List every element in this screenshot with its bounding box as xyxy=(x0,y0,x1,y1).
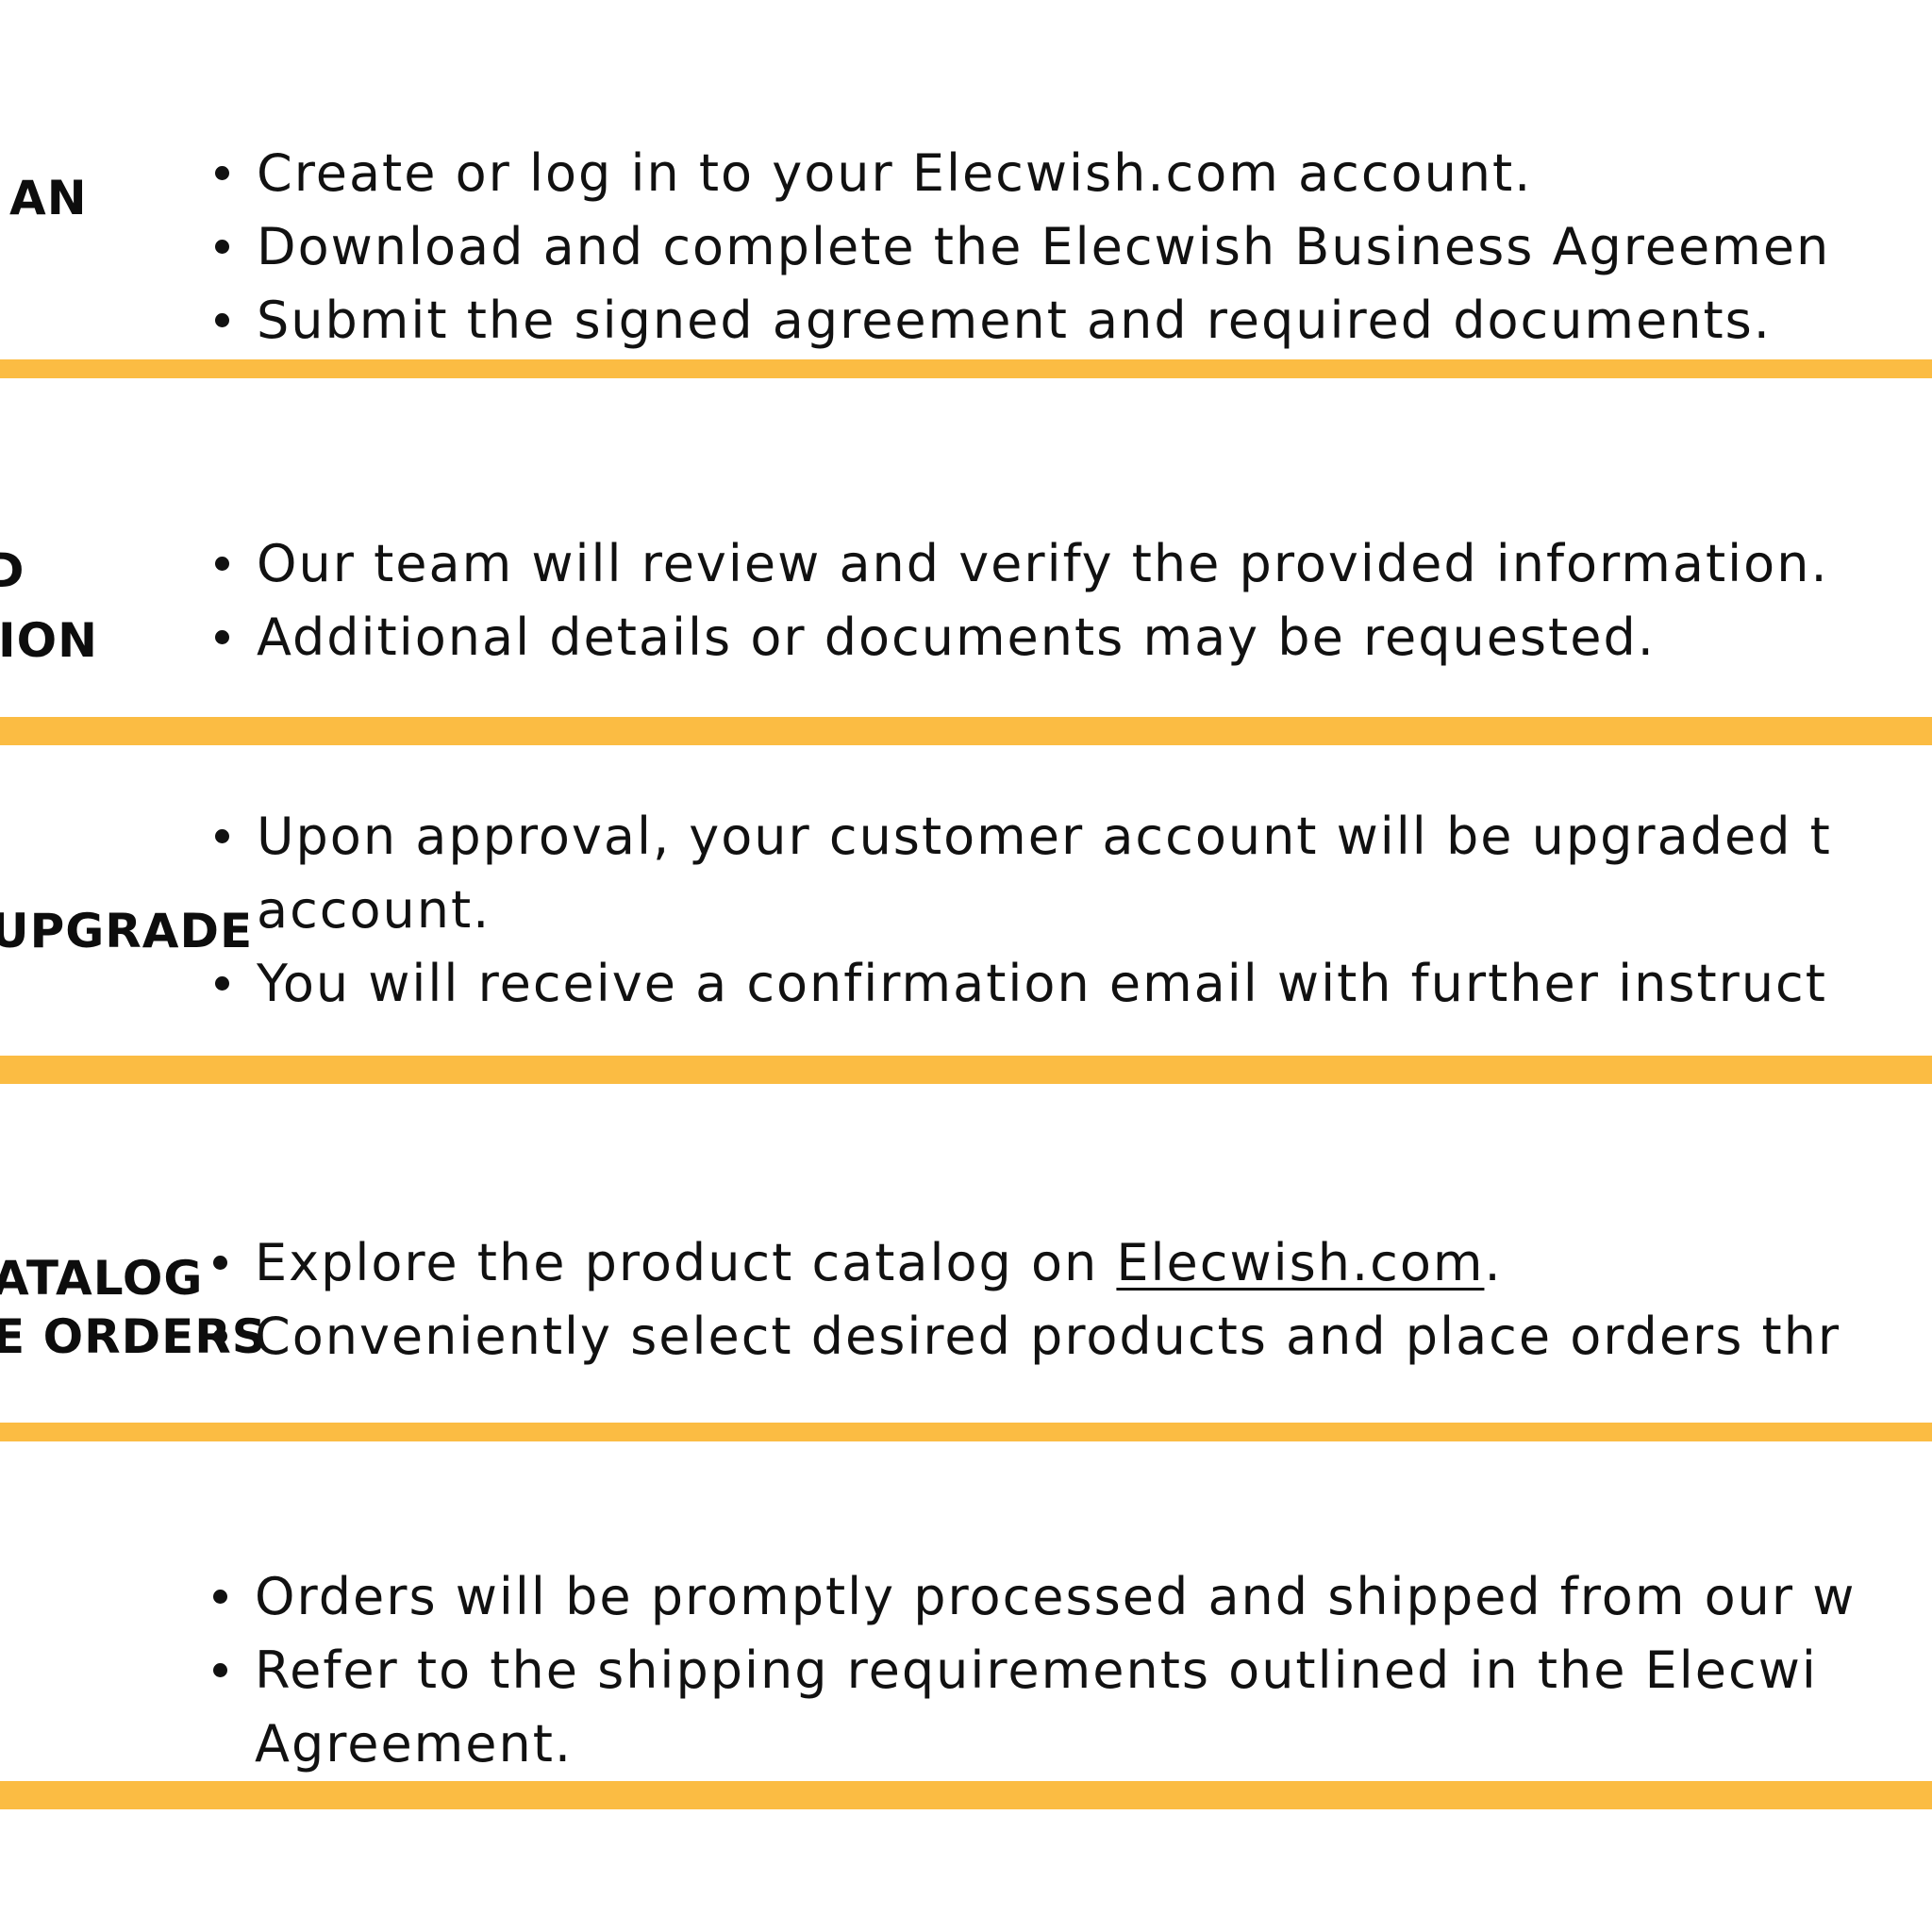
bullet-text: Additional details or documents may be r… xyxy=(257,608,1656,667)
bullet-dot-icon xyxy=(213,1663,227,1677)
step-3-label-line: UPGRADE xyxy=(0,904,254,958)
step-1-label-line: AN xyxy=(9,171,88,225)
list-item: Download and complete the Elecwish Busin… xyxy=(215,210,1831,284)
bullet-dot-icon xyxy=(213,1329,227,1343)
list-item: Explore the product catalog on Elecwish.… xyxy=(213,1226,1840,1300)
bullet-dot-icon xyxy=(215,829,229,843)
section-divider xyxy=(0,1781,1932,1809)
step-2-bullet-list: Our team will review and verify the prov… xyxy=(215,527,1829,675)
bullet-text: Download and complete the Elecwish Busin… xyxy=(257,217,1831,276)
bullet-text: Refer to the shipping requirements outli… xyxy=(255,1641,1818,1700)
elecwish-link[interactable]: Elecwish.com xyxy=(1116,1233,1485,1292)
bullet-text: Create or log in to your Elecwish.com ac… xyxy=(257,143,1533,203)
bullet-text: You will receive a confirmation email wi… xyxy=(257,954,1827,1013)
bullet-dot-icon xyxy=(215,630,229,644)
bullet-text: Orders will be promptly processed and sh… xyxy=(255,1567,1857,1626)
list-item: Conveniently select desired products and… xyxy=(213,1300,1841,1374)
bullet-text: Our team will review and verify the prov… xyxy=(257,534,1829,593)
step-3-bullet-list: Upon approval, your customer account wil… xyxy=(215,800,1832,1021)
list-item: You will receive a confirmation email wi… xyxy=(215,947,1832,1021)
step-5-bullet-list: Orders will be promptly processed and sh… xyxy=(213,1560,1857,1781)
list-item: Create or log in to your Elecwish.com ac… xyxy=(215,137,1830,210)
bullet-dot-icon xyxy=(213,1590,227,1604)
bullet-dot-icon xyxy=(215,976,229,991)
section-divider xyxy=(0,1056,1932,1084)
bullet-text-after-link: . xyxy=(1484,1233,1503,1292)
list-item: Additional details or documents may be r… xyxy=(215,601,1829,675)
list-item: Our team will review and verify the prov… xyxy=(215,527,1829,601)
step-2-label: D ION xyxy=(0,536,98,675)
step-2-label-line: ION xyxy=(0,613,98,668)
bullet-text-continuation: account. xyxy=(257,880,491,940)
bullet-dot-icon xyxy=(213,1256,227,1270)
step-4-bullet-list: Explore the product catalog on Elecwish.… xyxy=(213,1226,1841,1374)
section-divider xyxy=(0,359,1932,378)
step-1-label: AN xyxy=(9,163,88,233)
step-4-label-line: ATALOG xyxy=(0,1251,204,1306)
bullet-dot-icon xyxy=(215,557,229,571)
step-2-label-line: D xyxy=(0,543,25,598)
list-item: Submit the signed agreement and required… xyxy=(215,284,1830,358)
bullet-text: Upon approval, your customer account wil… xyxy=(257,807,1832,866)
bullet-dot-icon xyxy=(215,166,229,180)
bullet-text-continuation: Agreement. xyxy=(255,1714,574,1774)
list-item: Upon approval, your customer account wil… xyxy=(215,800,1832,947)
step-3-label: UPGRADE xyxy=(0,896,253,966)
list-item: Refer to the shipping requirements outli… xyxy=(213,1634,1856,1781)
bullet-dot-icon xyxy=(215,240,229,254)
section-divider xyxy=(0,1423,1932,1441)
section-divider xyxy=(0,717,1932,745)
list-item: Orders will be promptly processed and sh… xyxy=(213,1560,1857,1634)
step-1-bullet-list: Create or log in to your Elecwish.com ac… xyxy=(215,137,1831,358)
bullet-dot-icon xyxy=(215,313,229,327)
bullet-text-before-link: Explore the product catalog on xyxy=(255,1233,1117,1292)
bullet-text: Conveniently select desired products and… xyxy=(255,1307,1841,1366)
bullet-text: Submit the signed agreement and required… xyxy=(257,291,1772,350)
